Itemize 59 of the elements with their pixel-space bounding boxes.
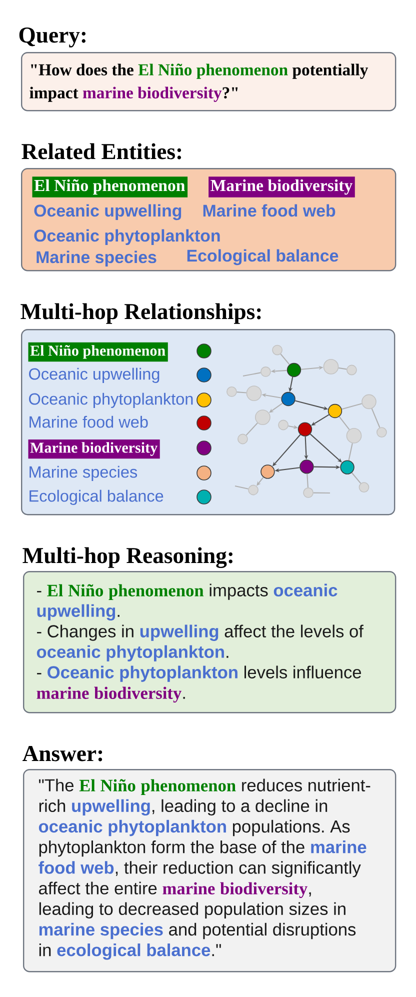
connector-line xyxy=(246,422,258,436)
graph-node xyxy=(303,488,314,498)
graph-node xyxy=(260,366,271,377)
connector-line xyxy=(313,492,330,494)
entity-name: Marine species xyxy=(36,250,156,267)
connector-line xyxy=(242,372,261,377)
graph-node xyxy=(346,428,362,444)
highlighted-entity: El Niño phenomenon xyxy=(32,176,188,198)
graph-node xyxy=(246,386,262,401)
section-heading: Query: xyxy=(19,28,86,48)
query-box: "How does the El Niño phenomenon potentially impact marine biodiversity?" xyxy=(21,52,396,112)
graph-node xyxy=(260,464,275,479)
graph-node xyxy=(278,420,288,430)
legend-label: Marine food web xyxy=(30,416,148,428)
graph-node xyxy=(248,484,258,496)
graph-node xyxy=(328,404,342,418)
connector-line xyxy=(234,485,248,490)
entity-name: Marine food web xyxy=(203,204,336,217)
graph-node xyxy=(323,359,339,374)
connector-line xyxy=(338,416,350,430)
entity-name: Oceanic upwelling xyxy=(34,204,182,220)
section-heading: Related Entities: xyxy=(22,143,182,160)
connector-line xyxy=(342,403,362,410)
graph-node xyxy=(272,344,282,356)
graph-node xyxy=(238,434,248,444)
connector-line xyxy=(348,443,353,460)
answer-box: "The El Niño phenomenon reduces nutrient-rich upwelling, leading to a decline in oceanic phytoplankton populations. As phytoplankton form the base of the marine food web, their reduction can significantly affect the entire marine biodiversity, leading to decreased population sizes in marine species and potential disruptions in ecological balance." xyxy=(23,769,396,972)
graph-node xyxy=(362,394,376,410)
section-heading: Multi-hop Relationships: xyxy=(20,303,261,324)
graph-node xyxy=(300,460,314,474)
highlighted-entity: Marine biodiversity xyxy=(208,176,355,198)
connector-line xyxy=(236,392,246,394)
connector-line xyxy=(351,472,362,484)
connector-line xyxy=(371,408,380,428)
reasoning-step: - El Niño phenomenon impacts oceanic upwelling. xyxy=(37,584,338,620)
connector-line xyxy=(306,474,308,488)
entity-name: Ecological balance xyxy=(187,249,338,266)
legend-label: Marine biodiversity xyxy=(28,439,160,459)
graph-node xyxy=(358,482,370,492)
graph-node xyxy=(281,392,296,406)
legend-label: El Niño phenomenon xyxy=(28,342,168,362)
graph-node xyxy=(286,362,302,378)
connector-line xyxy=(338,367,347,370)
reasoning-step: - Oceanic phytoplankton levels influence marine biodiversity. xyxy=(36,666,362,703)
graph-node xyxy=(340,460,354,474)
legend-label: Marine species xyxy=(30,466,138,481)
graph-node xyxy=(346,364,357,376)
legend-label: Oceanic phytoplankton xyxy=(29,392,193,408)
graph-node xyxy=(255,410,270,425)
reasoning-step: - Changes in upwelling affect the levels of oceanic phytoplankton. xyxy=(36,624,364,662)
graph-node xyxy=(226,386,237,397)
graph-node xyxy=(298,422,312,436)
connector-line xyxy=(280,354,290,365)
section-heading: Answer: xyxy=(22,746,102,762)
arrow xyxy=(256,476,264,486)
legend-label: Ecological balance xyxy=(30,490,164,505)
legend-label: Oceanic upwelling xyxy=(29,368,160,383)
entity-name: Oceanic phytoplankton xyxy=(34,229,220,246)
section-heading: Multi-hop Reasoning: xyxy=(22,547,232,568)
